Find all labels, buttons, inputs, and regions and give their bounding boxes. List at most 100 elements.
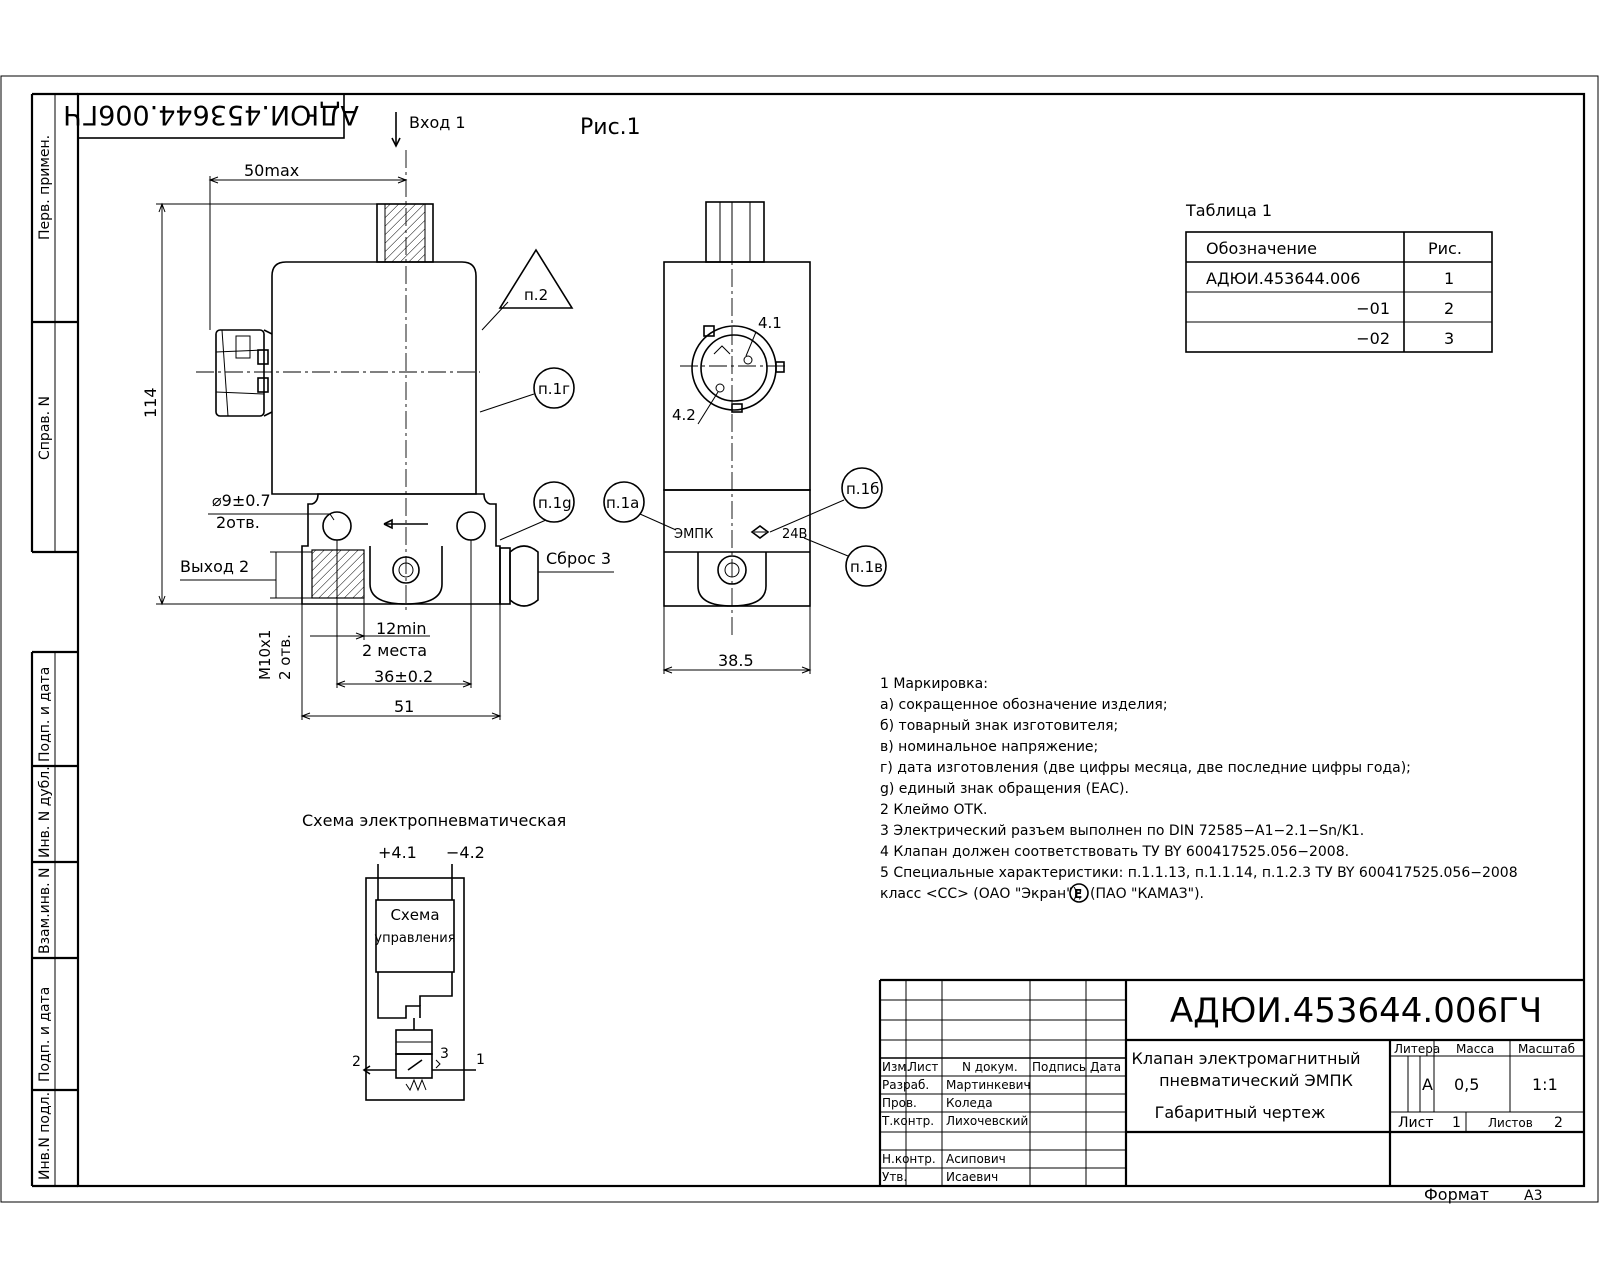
col-podpis: Подпись: [1032, 1060, 1086, 1074]
valve-side-view: [663, 201, 811, 636]
dim-36: 36±0.2: [374, 667, 433, 686]
side-dimension: [662, 606, 812, 674]
col-data: Дата: [1090, 1060, 1121, 1074]
massa-label: Масса: [1456, 1042, 1494, 1056]
coil-body: [271, 261, 477, 495]
table1-row3-code: −02: [1356, 329, 1390, 348]
callout-circle-p1g-top: [533, 367, 575, 409]
masshtab-value: 1:1: [1532, 1075, 1558, 1094]
drawing-frame: [76, 92, 1586, 1188]
note-line: б) товарный знак изготовителя;: [880, 718, 1118, 734]
inlet-label: Вход 1: [409, 113, 466, 132]
mount-hole-left: [322, 511, 352, 541]
table1-row3-fig: 3: [1444, 329, 1454, 348]
massa-value: 0,5: [1454, 1075, 1479, 1094]
scheme-box-line2: управления: [374, 931, 455, 946]
front-dimensions: [156, 176, 502, 720]
dim-m10: M10x1: [256, 630, 274, 680]
dim-12min: 12min: [376, 619, 427, 638]
side-stamp-strip: Перв. примен. Справ. N Подп. и дата Инв.…: [30, 92, 78, 1188]
table1-header-designation: Обозначение: [1206, 239, 1317, 258]
litera-label: Литера: [1394, 1042, 1440, 1056]
stamp-podp-data-2: Подп. и дата: [37, 987, 53, 1082]
table1-row1-code: АДЮИ.453644.006: [1206, 269, 1360, 288]
scheme-minus: −4.2: [446, 843, 485, 862]
table1: [1185, 231, 1493, 353]
technical-notes: 1 Маркировка: а) сокращенное обозначение…: [880, 676, 1518, 903]
dim-m10-count: 2 отв.: [276, 634, 294, 680]
outlet-thread: [311, 549, 365, 599]
callout-circle-p1v: [845, 545, 887, 587]
dim-hole-count: 2отв.: [216, 513, 260, 532]
role-utv: Утв.: [882, 1170, 907, 1184]
role-tkontr: Т.контр.: [881, 1114, 934, 1128]
name-utv: Исаевич: [946, 1170, 998, 1184]
callout-circle-p1b: [841, 467, 883, 509]
name-tkontr: Лихочевский: [946, 1114, 1028, 1128]
role-nkontr: Н.контр.: [882, 1152, 936, 1166]
electropneumatic-scheme: [362, 864, 476, 1101]
list-value: 1: [1452, 1115, 1461, 1131]
stamp-vzam-inv: Взам.инв. N: [37, 867, 53, 954]
col-ndokum: N докум.: [962, 1060, 1018, 1074]
dim-2-mesta: 2 места: [362, 641, 427, 660]
scheme-plus: +4.1: [378, 843, 417, 862]
callout-circle-p1a: [603, 481, 645, 523]
format-label: Формат: [1424, 1185, 1489, 1204]
scheme-port-2: 2: [352, 1054, 361, 1070]
title-code: АДЮИ.453644.006ГЧ: [1170, 991, 1542, 1031]
role-razrab: Разраб.: [882, 1078, 929, 1092]
title-block: [878, 978, 1584, 1186]
stamp-sprav: Справ. N: [37, 396, 53, 460]
inlet-marker: [391, 112, 401, 148]
note-line: 2 Клеймо ОТК.: [880, 802, 988, 818]
rotated-code: АДЮИ.453644.006ГЧ: [63, 99, 359, 130]
callout-p1d: п.1g: [538, 494, 572, 512]
e-mark-icon: [1069, 883, 1089, 903]
electrical-connector: [215, 329, 273, 417]
note-line: 4 Клапан должен соответствовать ТУ BY 60…: [880, 844, 1349, 860]
e-mark-letter: E: [1074, 887, 1082, 901]
valve-front-view: [196, 150, 539, 610]
callout-p1b: п.1б: [846, 480, 879, 498]
callout-triangle-p2: [481, 248, 574, 331]
title-name-line1: Клапан электромагнитный: [1132, 1049, 1361, 1068]
masshtab-label: Масштаб: [1518, 1042, 1575, 1056]
outlet-label: Выход 2: [180, 557, 249, 576]
callout-circle-p1d: [533, 481, 575, 523]
listov-label: Листов: [1488, 1116, 1533, 1130]
dim-38-5: 38.5: [718, 651, 754, 670]
table1-row2-fig: 2: [1444, 299, 1454, 318]
callout-p2: п.2: [524, 286, 548, 304]
pin-4-1: 4.1: [758, 314, 782, 332]
name-prov: Коледа: [946, 1096, 993, 1110]
scheme-port-3: 3: [440, 1046, 449, 1062]
stamp-inv-podl: Инв.N подл.: [37, 1092, 53, 1180]
dim-hole: ⌀9±0.7: [212, 491, 271, 510]
mount-hole-right: [456, 511, 486, 541]
dim-51: 51: [394, 697, 414, 716]
figure-label: Рис.1: [580, 115, 641, 140]
table1-row1-fig: 1: [1444, 269, 1454, 288]
callout-p1v: п.1в: [850, 558, 883, 576]
note-line: в) номинальное напряжение;: [880, 739, 1098, 755]
list-label: Лист: [1398, 1115, 1433, 1131]
outer-border: [0, 75, 1599, 1203]
pin-4-2: 4.2: [672, 406, 696, 424]
note-line: g) единый знак обращения (EAC).: [880, 781, 1129, 797]
scheme-title: Схема электропневматическая: [302, 811, 566, 830]
note-line: 5 Специальные характеристики: п.1.1.13, …: [880, 865, 1518, 881]
callout-p1a: п.1а: [606, 494, 639, 512]
col-list: Лист: [908, 1060, 938, 1074]
listov-value: 2: [1554, 1115, 1563, 1131]
role-prov: Пров.: [882, 1096, 917, 1110]
format-value: A3: [1524, 1188, 1542, 1204]
stamp-podp-data-1: Подп. и дата: [37, 667, 53, 762]
scheme-box-line1: Схема: [390, 906, 439, 924]
note-line: г) дата изготовления (две цифры месяца, …: [880, 760, 1411, 776]
dim-114: 114: [141, 387, 160, 418]
table1-title: Таблица 1: [1185, 201, 1272, 220]
stamp-inv-dubl: Инв. N дубл.: [37, 766, 53, 858]
table1-header-fig: Рис.: [1428, 239, 1462, 258]
